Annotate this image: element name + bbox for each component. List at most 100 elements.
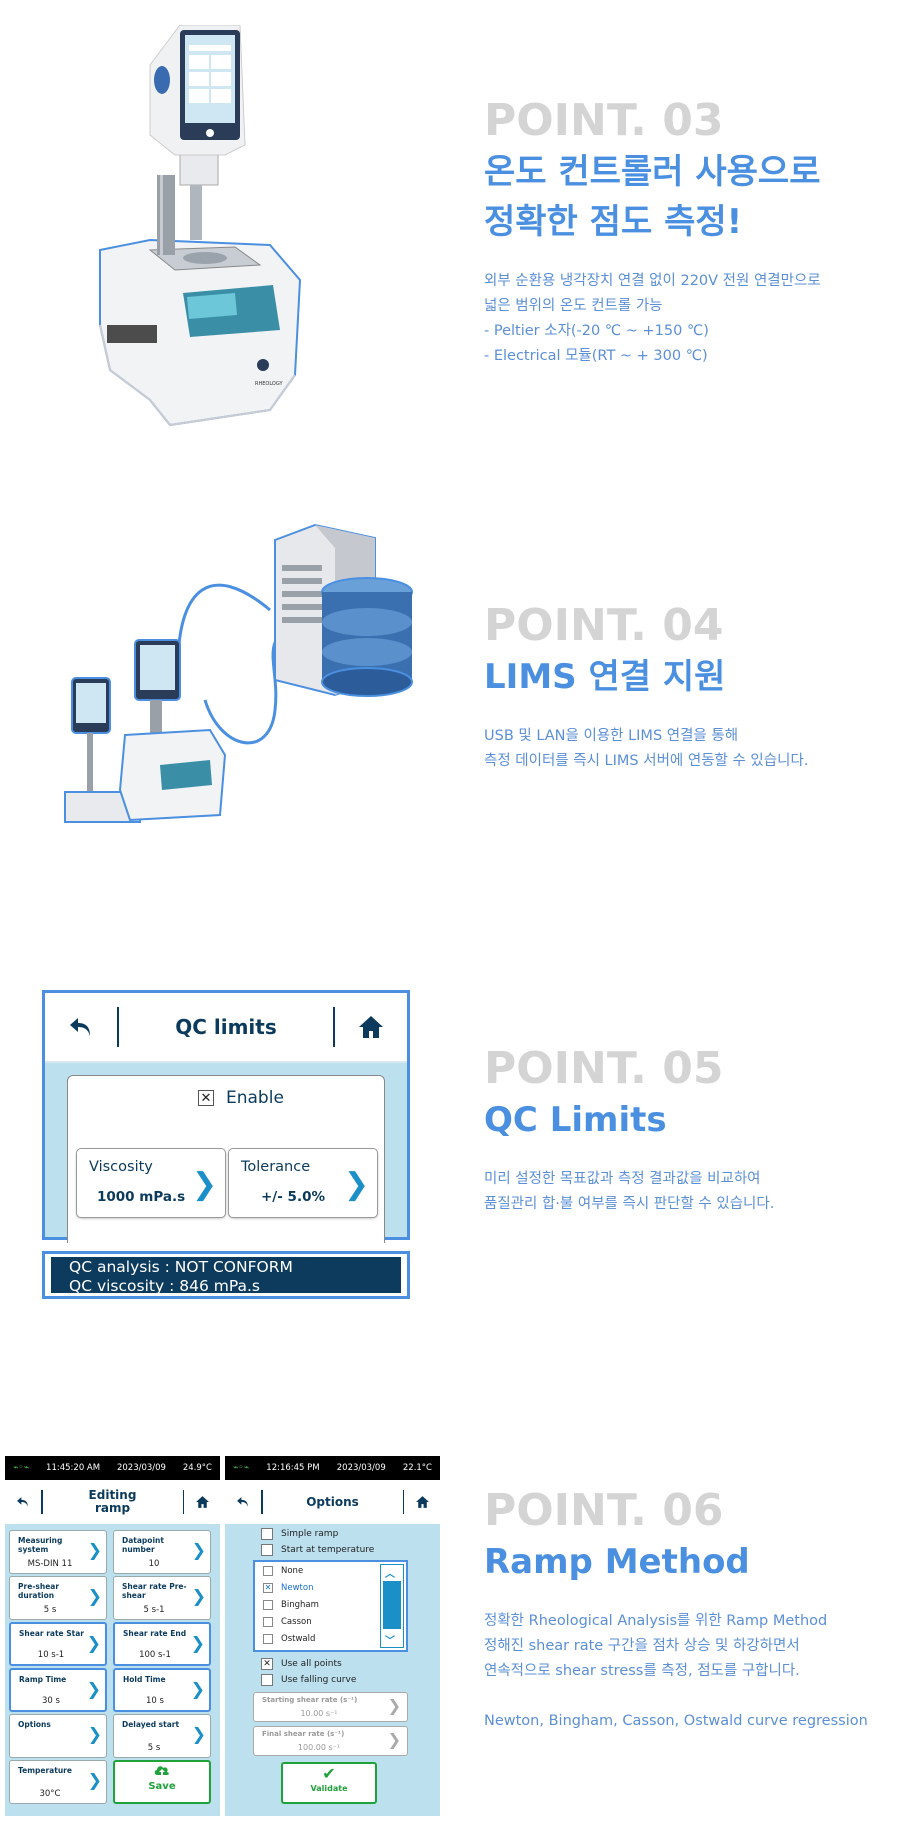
model-item[interactable]: Casson xyxy=(263,1617,312,1627)
point-description: USB 및 LAN을 이용한 LIMS 연결을 통해 측정 데이터를 즉시 LI… xyxy=(484,724,884,774)
chevron-right-icon: ❯ xyxy=(86,1634,101,1654)
save-label: Save xyxy=(148,1781,176,1792)
model-checkbox[interactable]: ✕ xyxy=(263,1583,273,1593)
cell-value: 100 s-1 xyxy=(139,1650,171,1660)
desc-line: 넓은 범위의 온도 컨트롤 가능 xyxy=(484,298,663,314)
chevron-right-icon: ❯ xyxy=(87,1725,102,1745)
use-falling-curve-option[interactable]: Use falling curve xyxy=(261,1674,356,1686)
desc-line: 측정 데이터를 즉시 LIMS 서버에 연동할 수 있습니다. xyxy=(484,753,809,769)
back-icon[interactable] xyxy=(45,992,117,1062)
viscometer-device-image: RHEOLOGY xyxy=(95,24,355,435)
use-all-points-checkbox[interactable]: ✕ xyxy=(261,1658,273,1670)
use-falling-curve-checkbox[interactable] xyxy=(261,1674,273,1686)
chevron-right-icon: ❯ xyxy=(87,1587,102,1607)
back-icon[interactable] xyxy=(225,1495,261,1509)
status-bar: ⌁◦⌁ 12:16:45 PM 2023/03/09 22.1°C xyxy=(225,1456,440,1480)
screen-header: Editing ramp xyxy=(5,1480,220,1524)
validate-label: Validate xyxy=(310,1784,348,1793)
svg-text:RHEOLOGY: RHEOLOGY xyxy=(255,381,283,387)
cell-value: 10 s-1 xyxy=(37,1650,65,1660)
chevron-up-icon[interactable]: ︿ xyxy=(385,1569,395,1580)
enable-checkbox[interactable]: ✕ xyxy=(198,1090,214,1106)
desc-line: 정해진 shear rate 구간을 점차 상승 및 하강하면서 xyxy=(484,1638,800,1654)
point-04-block: POINT. 04 LIMS 연결 지원 USB 및 LAN을 이용한 LIMS… xyxy=(484,600,884,774)
chevron-right-icon: ❯ xyxy=(87,1771,102,1791)
tolerance-value: +/- 5.0% xyxy=(261,1189,325,1205)
cell-label: Temperature xyxy=(18,1766,72,1775)
use-all-points-option[interactable]: ✕Use all points xyxy=(261,1658,342,1670)
home-icon[interactable] xyxy=(404,1495,440,1509)
qc-header: QC limits xyxy=(45,993,407,1063)
starting-shear-rate-value: 10.00 s⁻¹ xyxy=(300,1709,338,1718)
chevron-down-icon[interactable]: ﹀ xyxy=(385,1636,395,1647)
desc-line: 정확한 Rheological Analysis를 위한 Ramp Method xyxy=(484,1613,828,1629)
chevron-right-icon: ❯ xyxy=(86,1680,101,1700)
model-item[interactable]: Ostwald xyxy=(263,1634,315,1644)
desc-line: - Peltier 소자(-20 ℃ ~ +150 ℃) xyxy=(484,323,709,339)
model-checkbox[interactable] xyxy=(263,1600,273,1610)
home-icon[interactable] xyxy=(184,1495,220,1509)
chevron-right-icon: ❯ xyxy=(191,1167,217,1202)
start-at-temperature-checkbox[interactable] xyxy=(261,1544,273,1556)
screen-title: Editing ramp xyxy=(43,1489,183,1515)
simple-ramp-option[interactable]: Simple ramp xyxy=(261,1528,338,1540)
screen-title-line1: Editing xyxy=(88,1488,137,1502)
final-shear-rate-field[interactable]: Final shear rate (s⁻¹) 100.00 s⁻¹ ❯ xyxy=(253,1726,408,1756)
cell-label: Ramp Time xyxy=(19,1675,67,1684)
header-divider xyxy=(41,1490,43,1514)
cell-value: 5 s-1 xyxy=(143,1605,165,1615)
desc-line: Newton, Bingham, Casson, Ostwald curve r… xyxy=(484,1713,868,1729)
model-item[interactable]: ✕Newton xyxy=(263,1583,313,1593)
model-checkbox[interactable] xyxy=(263,1617,273,1627)
simple-ramp-checkbox[interactable] xyxy=(261,1528,273,1540)
home-icon[interactable] xyxy=(335,992,407,1062)
starting-shear-rate-field[interactable]: Starting shear rate (s⁻¹) 10.00 s⁻¹ ❯ xyxy=(253,1692,408,1722)
final-shear-rate-value: 100.00 s⁻¹ xyxy=(297,1743,341,1752)
point-description: 정확한 Rheological Analysis를 위한 Ramp Method… xyxy=(484,1609,884,1734)
enable-toggle[interactable]: ✕ Enable xyxy=(198,1088,284,1108)
model-checkbox[interactable] xyxy=(263,1634,273,1644)
list-scrollbar[interactable]: ︿ ﹀ xyxy=(380,1564,404,1648)
qc-status-bar: QC analysis : NOT CONFORM QC viscosity :… xyxy=(42,1251,410,1299)
tolerance-field[interactable]: Tolerance +/- 5.0% ❯ xyxy=(228,1148,378,1218)
save-button[interactable]: Save xyxy=(113,1760,211,1804)
start-at-temperature-option[interactable]: Start at temperature xyxy=(261,1544,374,1556)
status-date: 2023/03/09 xyxy=(336,1463,386,1473)
cell-label: Shear rate Pre-shear xyxy=(122,1582,187,1600)
chevron-right-icon: ❯ xyxy=(191,1725,206,1745)
usb-icon: ⌁◦⌁ xyxy=(233,1463,250,1473)
cell-label: Measuring system xyxy=(18,1536,63,1554)
point-06-block: POINT. 06 Ramp Method 정확한 Rheological An… xyxy=(484,1485,884,1734)
screen-title: Options xyxy=(306,1494,359,1509)
lims-connection-image xyxy=(60,520,420,840)
scroll-thumb[interactable] xyxy=(383,1581,401,1629)
viscosity-field[interactable]: Viscosity 1000 mPa.s ❯ xyxy=(76,1148,226,1218)
starting-shear-rate-label: Starting shear rate (s⁻¹) xyxy=(262,1696,358,1704)
qc-panel-title: QC limits xyxy=(175,1015,277,1039)
qc-analysis-text: QC analysis : NOT CONFORM xyxy=(69,1258,293,1276)
cell-value: 5 s xyxy=(43,1605,57,1615)
model-item[interactable]: None xyxy=(263,1566,303,1576)
editing-ramp-screen: ⌁◦⌁ 11:45:20 AM 2023/03/09 24.9°C Editin… xyxy=(5,1456,220,1816)
back-icon[interactable] xyxy=(5,1495,41,1509)
options-screen: ⌁◦⌁ 12:16:45 PM 2023/03/09 22.1°C Option… xyxy=(225,1456,440,1816)
options-cell[interactable]: Options❯ xyxy=(9,1714,107,1758)
model-item[interactable]: Bingham xyxy=(263,1600,319,1610)
model-label: Ostwald xyxy=(281,1634,316,1644)
status-bar: ⌁◦⌁ 11:45:20 AM 2023/03/09 24.9°C xyxy=(5,1456,220,1480)
point-label: POINT. 05 xyxy=(484,1043,724,1094)
validate-button[interactable]: ✔ Validate xyxy=(281,1762,377,1804)
model-checkbox[interactable] xyxy=(263,1566,273,1576)
simple-ramp-label: Simple ramp xyxy=(281,1529,339,1539)
cell-label: Shear rate End xyxy=(123,1629,187,1638)
